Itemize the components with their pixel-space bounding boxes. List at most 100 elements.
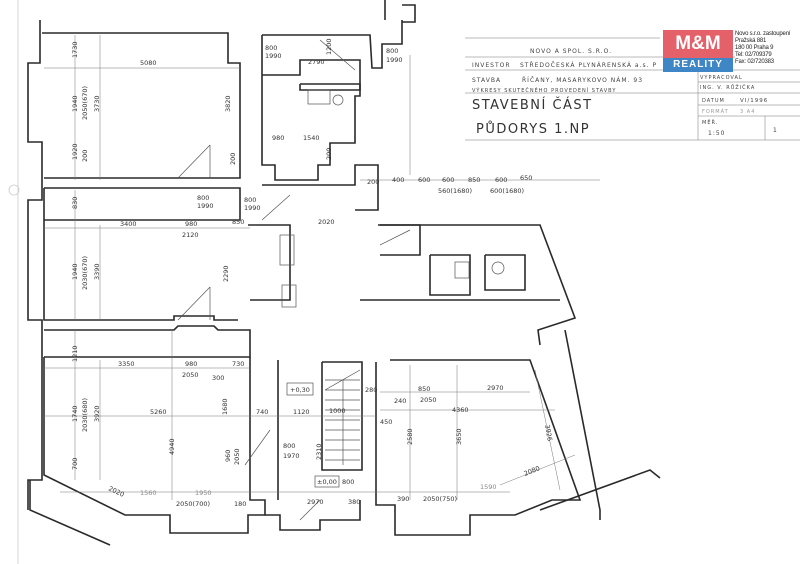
dim-label: 4360 <box>452 406 469 414</box>
dim-label: 2970 <box>307 498 324 506</box>
dim-label: 3350 <box>118 360 135 368</box>
dim-label: 2020 <box>318 218 335 226</box>
dim-label: 980 <box>185 220 197 228</box>
dim-label: 3730 <box>93 95 101 112</box>
prepared-by: ING. V. RŮŽIČKA <box>700 83 755 91</box>
date-label: DATUM <box>702 98 725 104</box>
dim-label: 200 <box>81 150 89 162</box>
dim-label: 3920 <box>93 405 101 422</box>
fixtures <box>279 89 505 308</box>
dim-label: 390 <box>397 495 409 503</box>
scale-value: 1:50 <box>708 130 725 137</box>
dim-label: 2080 <box>523 464 541 478</box>
dim-label: 980 <box>185 360 197 368</box>
dim-label: 700 <box>71 458 79 470</box>
mm-reality-logo: M&M REALITY <box>663 30 733 72</box>
dim-label: 740 <box>256 408 268 416</box>
dim-label: 850 <box>418 385 430 393</box>
investor-value: STŘEDOČESKÁ PLYNÁRENSKÁ a.s. P <box>520 61 657 69</box>
dim-label: 2050(750) <box>423 495 457 503</box>
walls <box>27 0 661 546</box>
bath-fixture <box>307 89 331 105</box>
dim-label: 1970 <box>283 452 300 460</box>
dim-label: 2020 <box>107 485 125 499</box>
prepared-label: VYPRACOVAL <box>700 75 743 81</box>
dim-label: 1560 <box>140 489 157 497</box>
dim-label: 2050 <box>182 371 199 379</box>
sink-fixture <box>454 261 470 279</box>
boiler-fixture <box>491 261 505 275</box>
dim-label: 1590 <box>480 483 497 491</box>
toilet-fixture <box>332 94 344 106</box>
dim-label: 800 <box>244 196 256 204</box>
dim-label: 800 <box>342 478 354 486</box>
drawing-type: VÝKRESY SKUTEČNÉHO PROVEDENÍ STAVBY <box>472 86 616 94</box>
logo-brand-bottom: REALITY <box>663 58 733 72</box>
dim-label: 300 <box>212 374 224 382</box>
dim-label: 1990 <box>265 52 282 60</box>
dim-label: 3820 <box>224 95 232 112</box>
agency-contact: Novo s.r.o. zastoupení Pražská 881 180 0… <box>735 31 800 66</box>
dim-label: 2030(680) <box>81 398 89 432</box>
dim-label: 1200 <box>325 38 333 55</box>
dim-label: 980 <box>272 134 284 142</box>
level-label: +0,30 <box>290 386 310 394</box>
agency-line: Novo s.r.o. zastoupení <box>735 31 791 37</box>
dim-label: 3926 <box>543 424 554 442</box>
agency-line: Pražská 881 <box>735 38 767 44</box>
dimension-labels: 1730 5080 1940 2050(670) 3730 3820 1920 … <box>71 38 554 508</box>
dim-label: 960 <box>224 450 232 462</box>
dim-label: 1210 <box>71 345 79 362</box>
stove-fixture <box>281 284 297 308</box>
dim-label: 800 <box>386 47 398 55</box>
dim-label: 450 <box>380 418 392 426</box>
dim-label: 850 <box>232 218 244 226</box>
dim-label: 2790 <box>308 58 325 66</box>
dim-label: 1990 <box>197 202 214 210</box>
dim-label: 3650 <box>455 428 463 445</box>
dim-label: 1680 <box>221 398 229 415</box>
dim-label: 800 <box>283 442 295 450</box>
agency-line: Tel: 02/709379 <box>735 52 772 58</box>
dim-label: 2290 <box>222 265 230 282</box>
dim-label: 600 <box>418 176 430 184</box>
format-label: FORMÁT <box>702 108 729 115</box>
dim-label: 400 <box>392 176 404 184</box>
sheet-title: PŮDORYS 1.NP <box>476 121 590 137</box>
dim-label: 1740 <box>71 405 79 422</box>
format-value: 3 A4 <box>740 109 755 115</box>
dim-label: 730 <box>232 360 244 368</box>
dim-label: 1120 <box>293 408 310 416</box>
dim-label: 2120 <box>182 231 199 239</box>
dim-label: 1940 <box>71 263 79 280</box>
investor-label: INVESTOR <box>472 62 511 69</box>
date-value: VI/1996 <box>740 98 768 104</box>
dim-label: 2030(670) <box>81 256 89 290</box>
staircase <box>324 369 361 465</box>
dim-label: 830 <box>71 197 79 209</box>
dim-label: 2050 <box>233 448 241 465</box>
title-block: NOVO A SPOL. S.R.O. INVESTOR STŘEDOČESKÁ… <box>465 37 800 141</box>
dim-label: 280 <box>365 386 377 394</box>
dim-label: 4940 <box>168 438 176 455</box>
dim-label: 2970 <box>487 384 504 392</box>
level-box <box>314 475 340 488</box>
sheet-number: 1 <box>773 127 778 134</box>
dim-label: 200 <box>325 148 333 160</box>
dim-label: 200 <box>229 153 237 165</box>
dim-label: 2580 <box>406 428 414 445</box>
dim-label: 3400 <box>120 220 137 228</box>
dim-label: 1950 <box>195 489 212 497</box>
agency-line: 180 00 Praha 9 <box>735 45 774 51</box>
dim-label: 2050(670) <box>81 86 89 120</box>
dim-label: 1940 <box>71 95 79 112</box>
dim-label: 650 <box>520 174 532 182</box>
dim-label: 3390 <box>93 263 101 280</box>
dim-label: 380 <box>348 498 360 506</box>
logo-brand-top: M&M <box>663 30 733 58</box>
dim-label: 200 <box>367 178 379 186</box>
dim-label: 1990 <box>244 204 261 212</box>
dim-label: 1000 <box>329 407 346 415</box>
stavba-label: STAVBA <box>472 77 501 84</box>
